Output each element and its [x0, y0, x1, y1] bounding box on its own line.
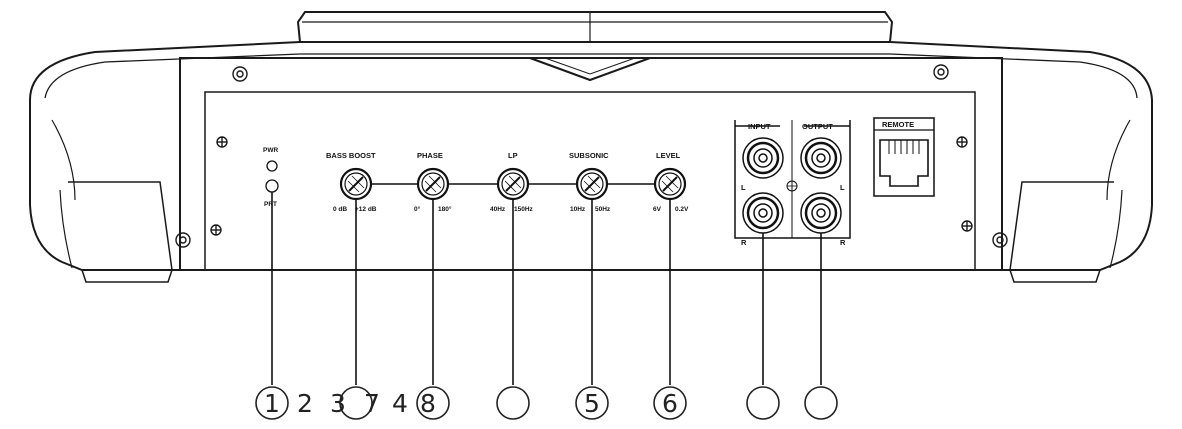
prt-label: PRT: [264, 201, 277, 208]
level-max: 0.2V: [675, 206, 689, 213]
callout-6: 6: [662, 389, 678, 418]
rca-output-left-jack[interactable]: [800, 137, 842, 179]
callout-3: 3: [330, 389, 346, 418]
phase-label: PHASE: [417, 151, 443, 160]
screw: [933, 64, 949, 80]
hex-screw: [216, 136, 228, 148]
hex-screw: [956, 136, 968, 148]
bass-boost-max: +12 dB: [355, 206, 377, 213]
hex-screw: [961, 220, 973, 232]
led-group: PWR PRT: [263, 147, 279, 208]
callout-5: 5: [584, 389, 600, 418]
remote-port[interactable]: [873, 117, 935, 197]
level-label: LEVEL: [656, 151, 681, 160]
callout-8-circle: [416, 386, 450, 420]
subsonic-label: SUBSONIC: [569, 151, 609, 160]
input-label: INPUT: [748, 122, 771, 131]
lp-label: LP: [508, 151, 518, 160]
rca-input-right-jack[interactable]: [742, 192, 784, 234]
callout-4: 4: [392, 389, 408, 418]
prt-led: [265, 179, 279, 193]
pwr-label: PWR: [263, 147, 278, 154]
phase-max: 180°: [438, 205, 452, 213]
control-bass-boost[interactable]: BASS BOOST 0 dB +12 dB: [326, 151, 377, 213]
screw: [232, 66, 248, 82]
callout-7: 7: [364, 389, 380, 418]
output-label: OUTPUT: [802, 122, 833, 131]
control-subsonic[interactable]: SUBSONIC 10Hz 50Hz: [569, 151, 611, 213]
bass-boost-min: 0 dB: [333, 206, 347, 213]
rca-input-left-jack[interactable]: [742, 137, 784, 179]
control-lp[interactable]: LP 40Hz 150Hz: [490, 151, 534, 213]
mounting-screws: [175, 64, 1008, 248]
callout-output-circle: [804, 386, 838, 420]
rca-output-right-jack[interactable]: [800, 192, 842, 234]
output-left-label: L: [840, 183, 845, 192]
callout-1-circle: [255, 386, 289, 420]
screw: [992, 232, 1008, 248]
lp-max: 150Hz: [514, 206, 534, 213]
level-min: 6V: [653, 206, 662, 213]
subsonic-min: 10Hz: [570, 206, 586, 213]
output-right-label: R: [840, 238, 846, 247]
hex-screw: [210, 224, 222, 236]
callout-3-circle: [339, 386, 373, 420]
callout-2: 2: [297, 389, 313, 418]
callout-5-circle: [575, 386, 609, 420]
callout-input-circle: [746, 386, 780, 420]
input-left-label: L: [741, 183, 746, 192]
callout-lp-circle: [496, 386, 530, 420]
callout-1: 1: [264, 389, 280, 418]
callout-6-circle: [653, 386, 687, 420]
callout-8: 8: [420, 389, 436, 418]
bass-boost-label: BASS BOOST: [326, 151, 376, 160]
leader-lines: [271, 192, 822, 385]
amplifier-housing: [29, 11, 1153, 283]
input-right-label: R: [741, 238, 747, 247]
lp-min: 40Hz: [490, 206, 506, 213]
screw: [175, 232, 191, 248]
control-level[interactable]: LEVEL 6V 0.2V: [653, 151, 689, 213]
phase-min: 0°: [414, 205, 421, 213]
remote-label: REMOTE: [882, 120, 914, 129]
pwr-led: [266, 160, 278, 172]
subsonic-max: 50Hz: [595, 206, 611, 213]
callouts: [255, 386, 838, 420]
